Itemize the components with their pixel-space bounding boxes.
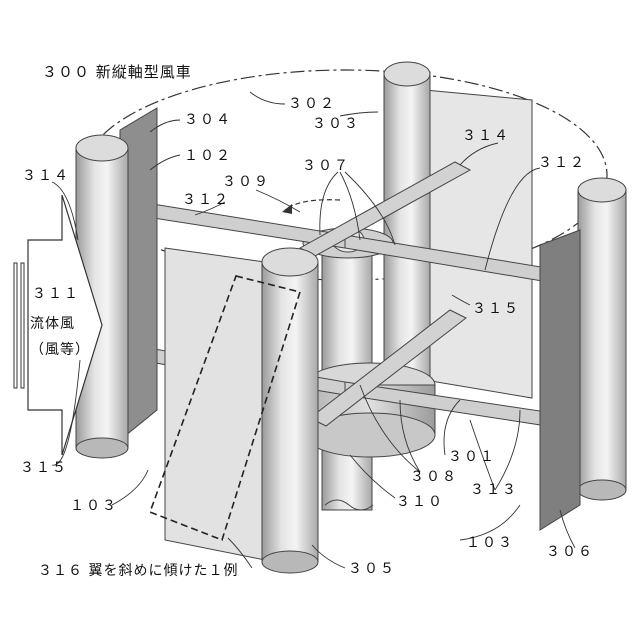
cylinder-right-bottom: [578, 480, 626, 500]
cylinder-left-cap: [76, 135, 128, 161]
label-304: ３０４: [184, 112, 232, 128]
label-314-left: ３１４: [22, 168, 70, 184]
label-307: ３０７: [302, 158, 350, 174]
label-303: ３０３: [312, 116, 360, 132]
label-103-right: １０３: [466, 535, 514, 551]
label-305: ３０５: [348, 561, 396, 577]
cylinder-right: [578, 190, 626, 490]
label-309: ３０９: [222, 174, 270, 190]
blade-305: [165, 248, 265, 560]
figure-caption: ３１６ 翼を斜めに傾けた１例: [38, 563, 238, 579]
wind-bar-1: [14, 263, 17, 388]
cylinder-back-cap: [384, 62, 430, 86]
label-312-left: ３１２: [182, 192, 230, 208]
label-312-right: ３１２: [538, 155, 586, 171]
blade-306: [540, 230, 580, 530]
label-308: ３０８: [410, 469, 458, 485]
label-314-right: ３１４: [462, 128, 510, 144]
label-103-left: １０３: [70, 498, 118, 514]
label-301: ３０１: [448, 449, 496, 465]
wind-label-line2: （風等）: [30, 341, 90, 358]
label-102: １０２: [184, 148, 232, 164]
cylinder-front-cap: [262, 248, 318, 276]
label-315-left: ３１５: [20, 460, 68, 476]
label-306: ３０６: [546, 544, 594, 560]
wind-label-line1: 流体風: [30, 316, 75, 332]
cylinder-right-cap: [578, 178, 626, 202]
cylinder-front-bottom: [262, 551, 318, 573]
label-313: ３１３: [470, 482, 518, 498]
cylinder-front: [262, 262, 318, 562]
label-315-right: ３１５: [472, 301, 520, 317]
figure-title: ３００ 新縦軸型風車: [42, 63, 192, 81]
rotation-arrow-head: [282, 204, 292, 214]
wind-bar-2: [21, 263, 24, 388]
label-310: ３１０: [396, 494, 444, 510]
label-302: ３０２: [288, 96, 336, 112]
cylinder-left-bottom: [76, 438, 128, 458]
wind-code: ３１１: [32, 286, 80, 302]
